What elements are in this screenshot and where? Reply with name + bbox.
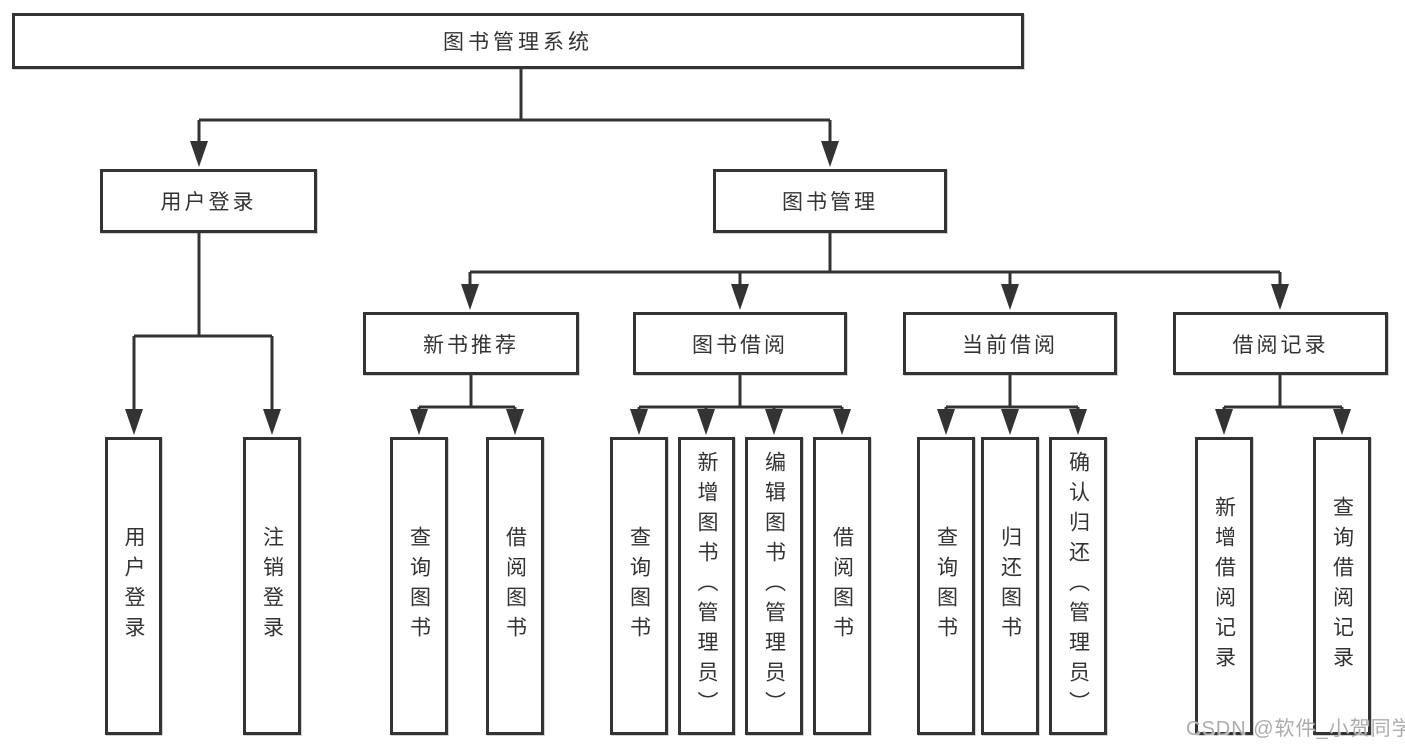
leaf-user-login: 用户登录 xyxy=(105,437,162,735)
leaf-label: 查询图书 xyxy=(407,526,431,646)
leaf-label: 借阅图书 xyxy=(503,526,527,646)
node-label: 新书推荐 xyxy=(423,333,519,357)
leaf-label: 用户登录 xyxy=(122,526,145,646)
node-label: 图书管理 xyxy=(782,191,878,214)
leaf-label: 归还图书 xyxy=(998,526,1022,646)
node-book-management: 图书管理 xyxy=(713,169,947,233)
leaf-label: 注销登录 xyxy=(260,526,284,646)
node-book-borrowing: 图书借阅 xyxy=(633,312,847,375)
node-label: 图书借阅 xyxy=(692,333,788,357)
leaf-label: 借阅图书 xyxy=(830,526,854,646)
leaf-label: 确认归还（管理员） xyxy=(1066,451,1090,721)
node-label: 用户登录 xyxy=(160,191,257,214)
node-user-login: 用户登录 xyxy=(100,169,317,233)
leaf-query-borrow-record: 查询借阅记录 xyxy=(1313,437,1371,735)
leaf-label: 查询借阅记录 xyxy=(1330,496,1354,676)
leaf-add-borrow-record: 新增借阅记录 xyxy=(1195,437,1253,735)
node-new-book-recommendation: 新书推荐 xyxy=(363,312,579,375)
leaf-label: 新增图书（管理员） xyxy=(695,451,718,721)
node-label: 图书管理系统 xyxy=(443,31,593,54)
leaf-borrow-books-borrowing: 借阅图书 xyxy=(813,437,871,735)
leaf-label: 新增借阅记录 xyxy=(1212,496,1236,676)
leaf-return-books: 归还图书 xyxy=(981,437,1039,735)
node-library-management-system: 图书管理系统 xyxy=(12,13,1024,69)
node-label: 借阅记录 xyxy=(1232,333,1329,357)
leaf-add-books-admin: 新增图书（管理员） xyxy=(678,437,735,735)
csdn-watermark: CSDN @软件_小贺同学 xyxy=(1186,718,1405,740)
leaf-query-books-borrowing: 查询图书 xyxy=(610,437,668,735)
leaf-query-books-current: 查询图书 xyxy=(917,437,975,735)
leaf-borrow-books-recommend: 借阅图书 xyxy=(486,437,544,735)
leaf-label: 编辑图书（管理员） xyxy=(762,451,786,721)
node-current-borrowing: 当前借阅 xyxy=(903,312,1117,375)
node-label: 当前借阅 xyxy=(962,333,1058,357)
node-borrowing-records: 借阅记录 xyxy=(1173,312,1388,375)
leaf-confirm-return-admin: 确认归还（管理员） xyxy=(1049,437,1107,735)
leaf-logout: 注销登录 xyxy=(243,437,301,735)
leaf-label: 查询图书 xyxy=(934,526,958,646)
leaf-query-books-recommend: 查询图书 xyxy=(390,437,448,735)
leaf-label: 查询图书 xyxy=(627,526,651,646)
leaf-edit-books-admin: 编辑图书（管理员） xyxy=(745,437,803,735)
